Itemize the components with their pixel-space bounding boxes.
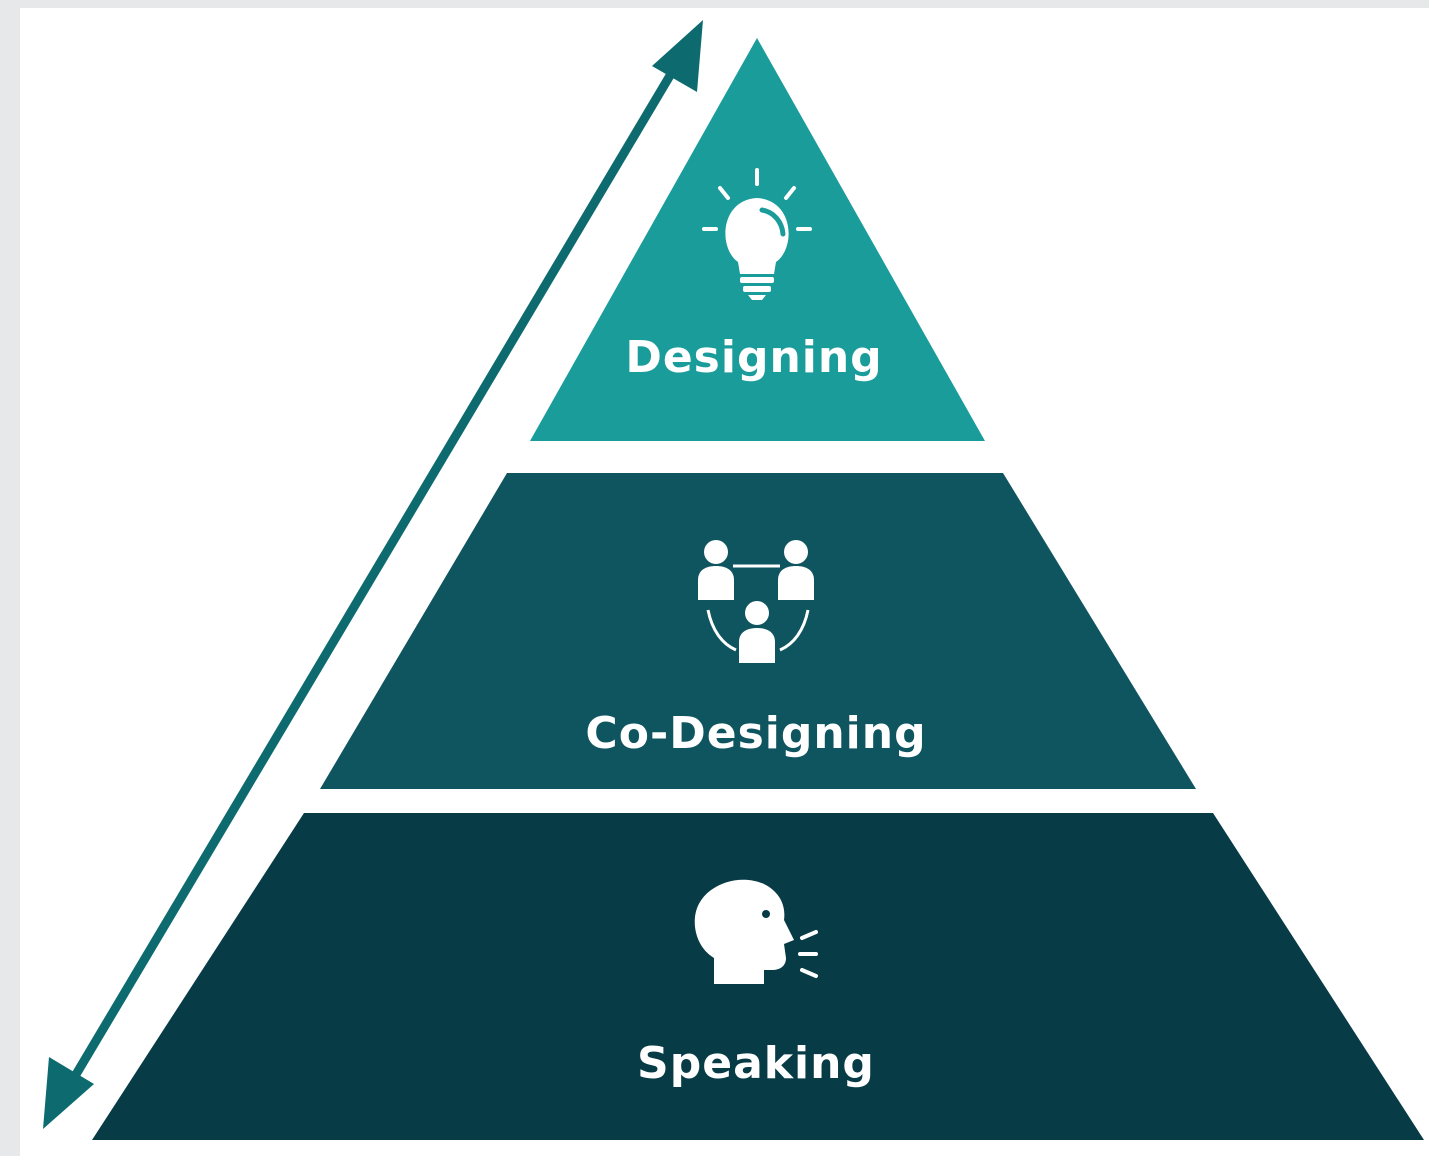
tier-speaking-label: Speaking — [637, 1038, 875, 1089]
tier-co-designing-label: Co-Designing — [585, 708, 926, 759]
tier-co-designing: Co-Designing — [320, 473, 1196, 789]
double-headed-arrow-icon — [43, 20, 703, 1129]
lightbulb-icon — [702, 168, 812, 300]
tier-designing: Designing — [530, 38, 985, 441]
group-network-icon — [698, 540, 814, 663]
tier-speaking: Speaking — [92, 813, 1424, 1140]
tier-designing-label: Designing — [625, 332, 882, 383]
speaking-head-icon — [694, 879, 818, 984]
